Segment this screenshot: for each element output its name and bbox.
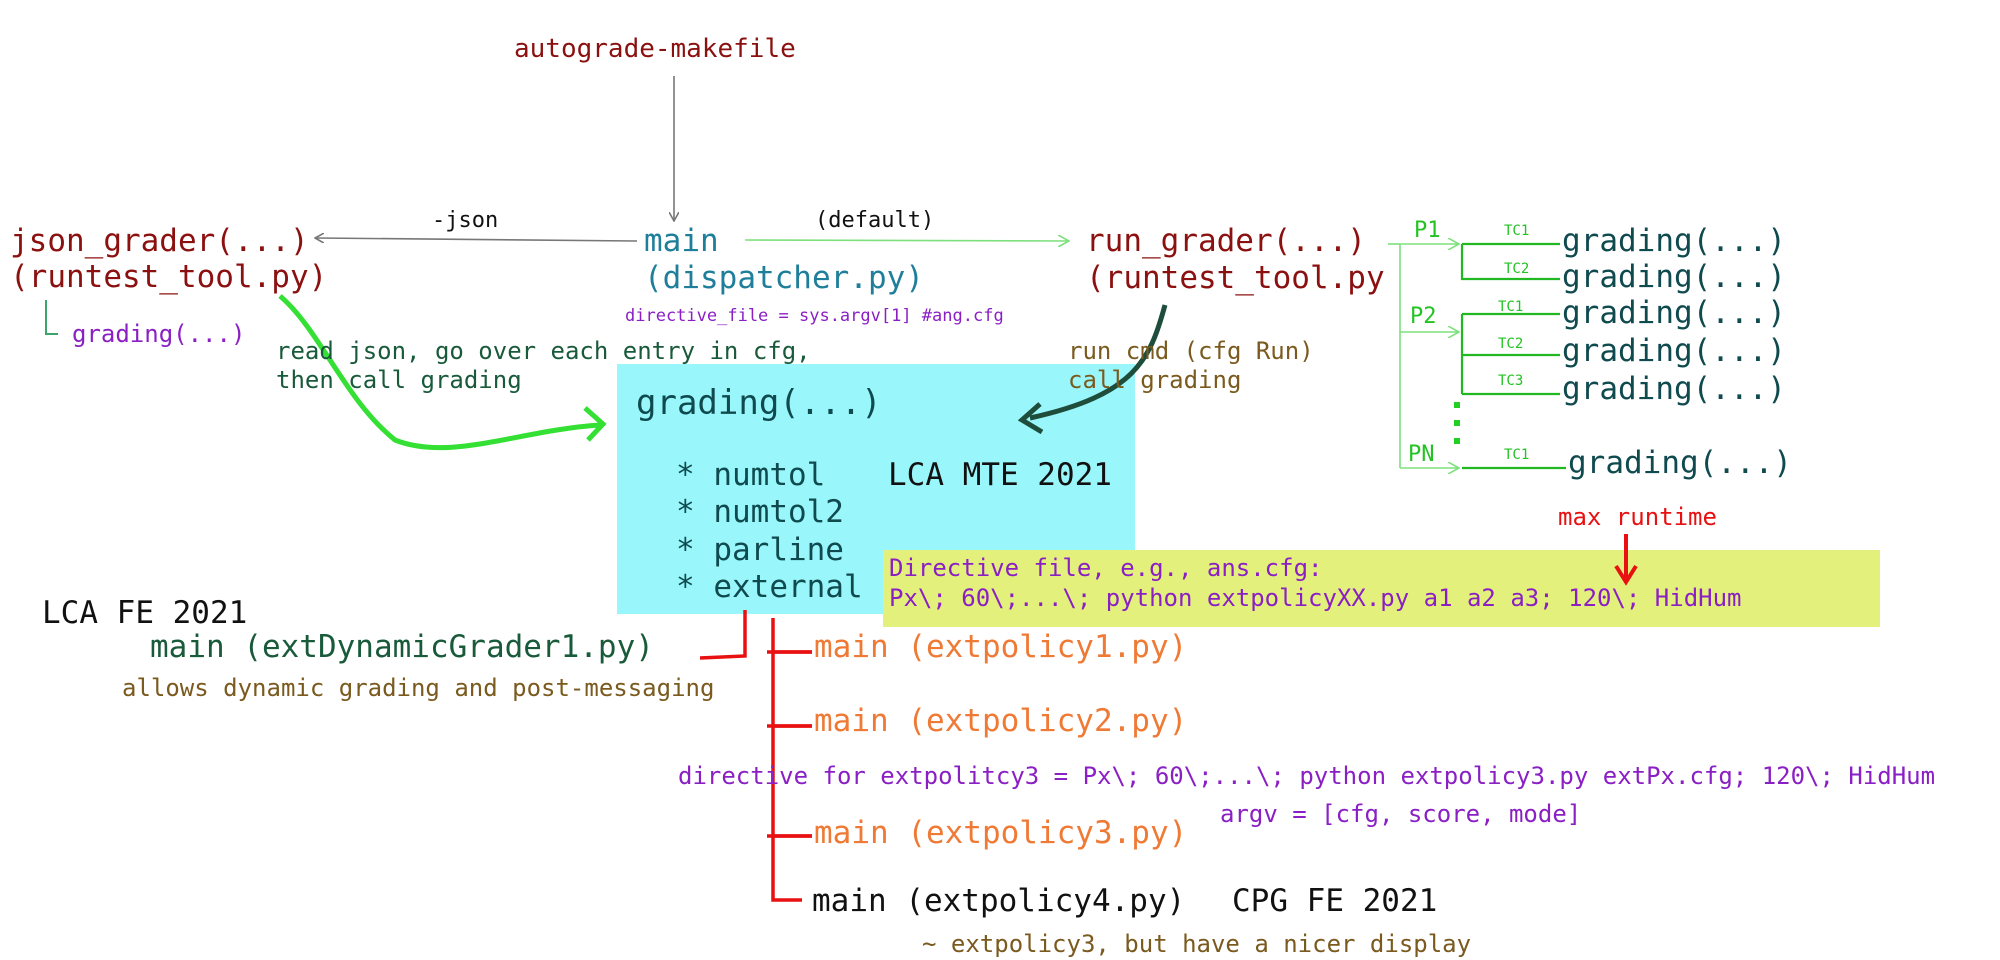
run-cmd-note-line2: call grading <box>1068 366 1242 394</box>
directive-file-code: directive_file = sys.argv[1] #ang.cfg <box>625 306 1004 326</box>
max-runtime-label: max runtime <box>1558 503 1717 531</box>
run-grader-label: run_grader(...) <box>1086 223 1366 259</box>
extpolicy2-label: main (extpolicy2.py) <box>814 703 1188 739</box>
tree-p2-tcs <box>1460 312 1560 396</box>
tree-p1-label: P1 <box>1414 218 1441 243</box>
tree-tc2-label: TC2 <box>1504 261 1530 277</box>
tree-dot <box>1454 402 1460 408</box>
tree-tc1-label: TC1 <box>1498 299 1524 315</box>
json-grading-label: grading(...) <box>72 320 246 348</box>
tree-p1-tcs <box>1460 242 1560 281</box>
dispatcher-file-label: (dispatcher.py) <box>644 260 924 296</box>
extpolicy1-label: main (extpolicy1.py) <box>814 629 1188 665</box>
directive-box-line2: Px\; 60\;...\; python extpolicyXX.py a1 … <box>889 584 1742 612</box>
tree-p2-label: P2 <box>1410 304 1437 329</box>
run-grader-file-label: (runtest_tool.py <box>1086 260 1385 296</box>
directive-extpolicy3-note: directive for extpolitcy3 = Px\; 60\;...… <box>678 762 1936 790</box>
arrowhead-run-to-grading-box <box>1017 402 1044 435</box>
lca-mte-tag: LCA MTE 2021 <box>888 457 1112 493</box>
tree-grading-p1-tc2: grading(...) <box>1562 259 1786 295</box>
tree-grading-p2-tc1: grading(...) <box>1562 295 1786 331</box>
autograde-makefile-label: autograde-makefile <box>514 34 796 64</box>
main-label: main <box>644 223 719 259</box>
directive-box-line1: Directive file, e.g., ans.cfg: <box>889 554 1323 582</box>
arrowhead-json-to-grading-box <box>583 406 607 442</box>
nicer-display-note: ~ extpolicy3, but have a nicer display <box>922 930 1472 958</box>
allows-note: allows dynamic grading and post-messagin… <box>122 674 715 702</box>
read-json-note-line1: read json, go over each entry in cfg, <box>276 337 811 365</box>
grading-item-external: * external <box>676 569 863 605</box>
tree-grading-p1-tc1: grading(...) <box>1562 223 1786 259</box>
json-grader-label: json_grader(...) <box>10 223 309 259</box>
argv-note: argv = [cfg, score, mode] <box>1220 800 1582 828</box>
run-cmd-note-line1: run cmd (cfg Run) <box>1068 337 1314 365</box>
arrow-main-to-run-grader <box>744 240 1068 241</box>
grading-box-title: grading(...) <box>636 383 882 423</box>
tree-tc2-label: TC2 <box>1498 336 1524 352</box>
arrow-main-to-json-grader <box>316 238 638 241</box>
lca-fe-label: LCA FE 2021 <box>42 595 248 631</box>
tree-tc1-label: TC1 <box>1504 223 1530 239</box>
tree-grading-p2-tc3: grading(...) <box>1562 371 1786 407</box>
extpolicy3-label: main (extpolicy3.py) <box>814 815 1188 851</box>
json-grader-file-label: (runtest_tool.py) <box>10 259 328 295</box>
extpolicy4-label: main (extpolicy4.py) <box>812 883 1186 919</box>
grading-item-numtol: * numtol <box>676 457 826 493</box>
read-json-note-line2: then call grading <box>276 366 522 394</box>
edge-default-label: (default) <box>815 208 935 233</box>
tree-grading-pn-tc1: grading(...) <box>1568 445 1792 481</box>
tree-grading-p2-tc2: grading(...) <box>1562 333 1786 369</box>
edge-json-label: -json <box>432 208 499 233</box>
cpg-fe-label: CPG FE 2021 <box>1232 883 1438 919</box>
connector-json-grading <box>45 300 58 335</box>
arrow-json-to-grading-box <box>278 294 601 451</box>
grading-item-parline: * parline <box>676 532 844 568</box>
tree-dot <box>1454 438 1460 444</box>
tree-tc3-label: TC3 <box>1498 373 1524 389</box>
tree-pn-label: PN <box>1408 442 1435 467</box>
tree-tc1-label: TC1 <box>1504 447 1530 463</box>
directive-file-box <box>883 550 1880 627</box>
ext-dynamic-grader-label: main (extDynamicGrader1.py) <box>150 629 654 665</box>
grading-item-numtol2: * numtol2 <box>676 494 844 530</box>
tree-dot <box>1454 420 1460 426</box>
arrow-run-to-grading-box <box>1029 304 1168 421</box>
